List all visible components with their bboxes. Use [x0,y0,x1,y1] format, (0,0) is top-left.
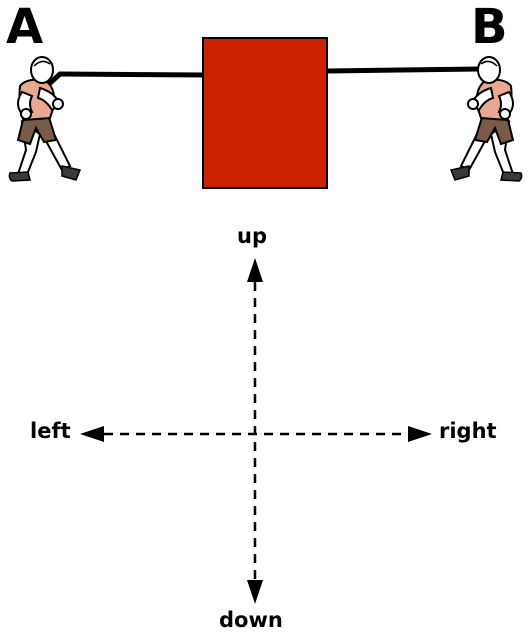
red-box [202,37,328,189]
left-arrowhead [80,426,104,442]
rope-right [327,66,481,74]
label-right: right [439,419,497,443]
label-b: B [471,0,508,55]
label-down: down [219,608,283,632]
label-left: left [30,419,71,443]
up-arrowhead [247,258,263,282]
label-up: up [237,224,267,248]
right-arrowhead [408,426,432,442]
person-b-figure [450,56,523,182]
down-arrowhead [247,580,263,604]
label-a: A [6,0,44,55]
rope-left-segment [59,71,206,78]
